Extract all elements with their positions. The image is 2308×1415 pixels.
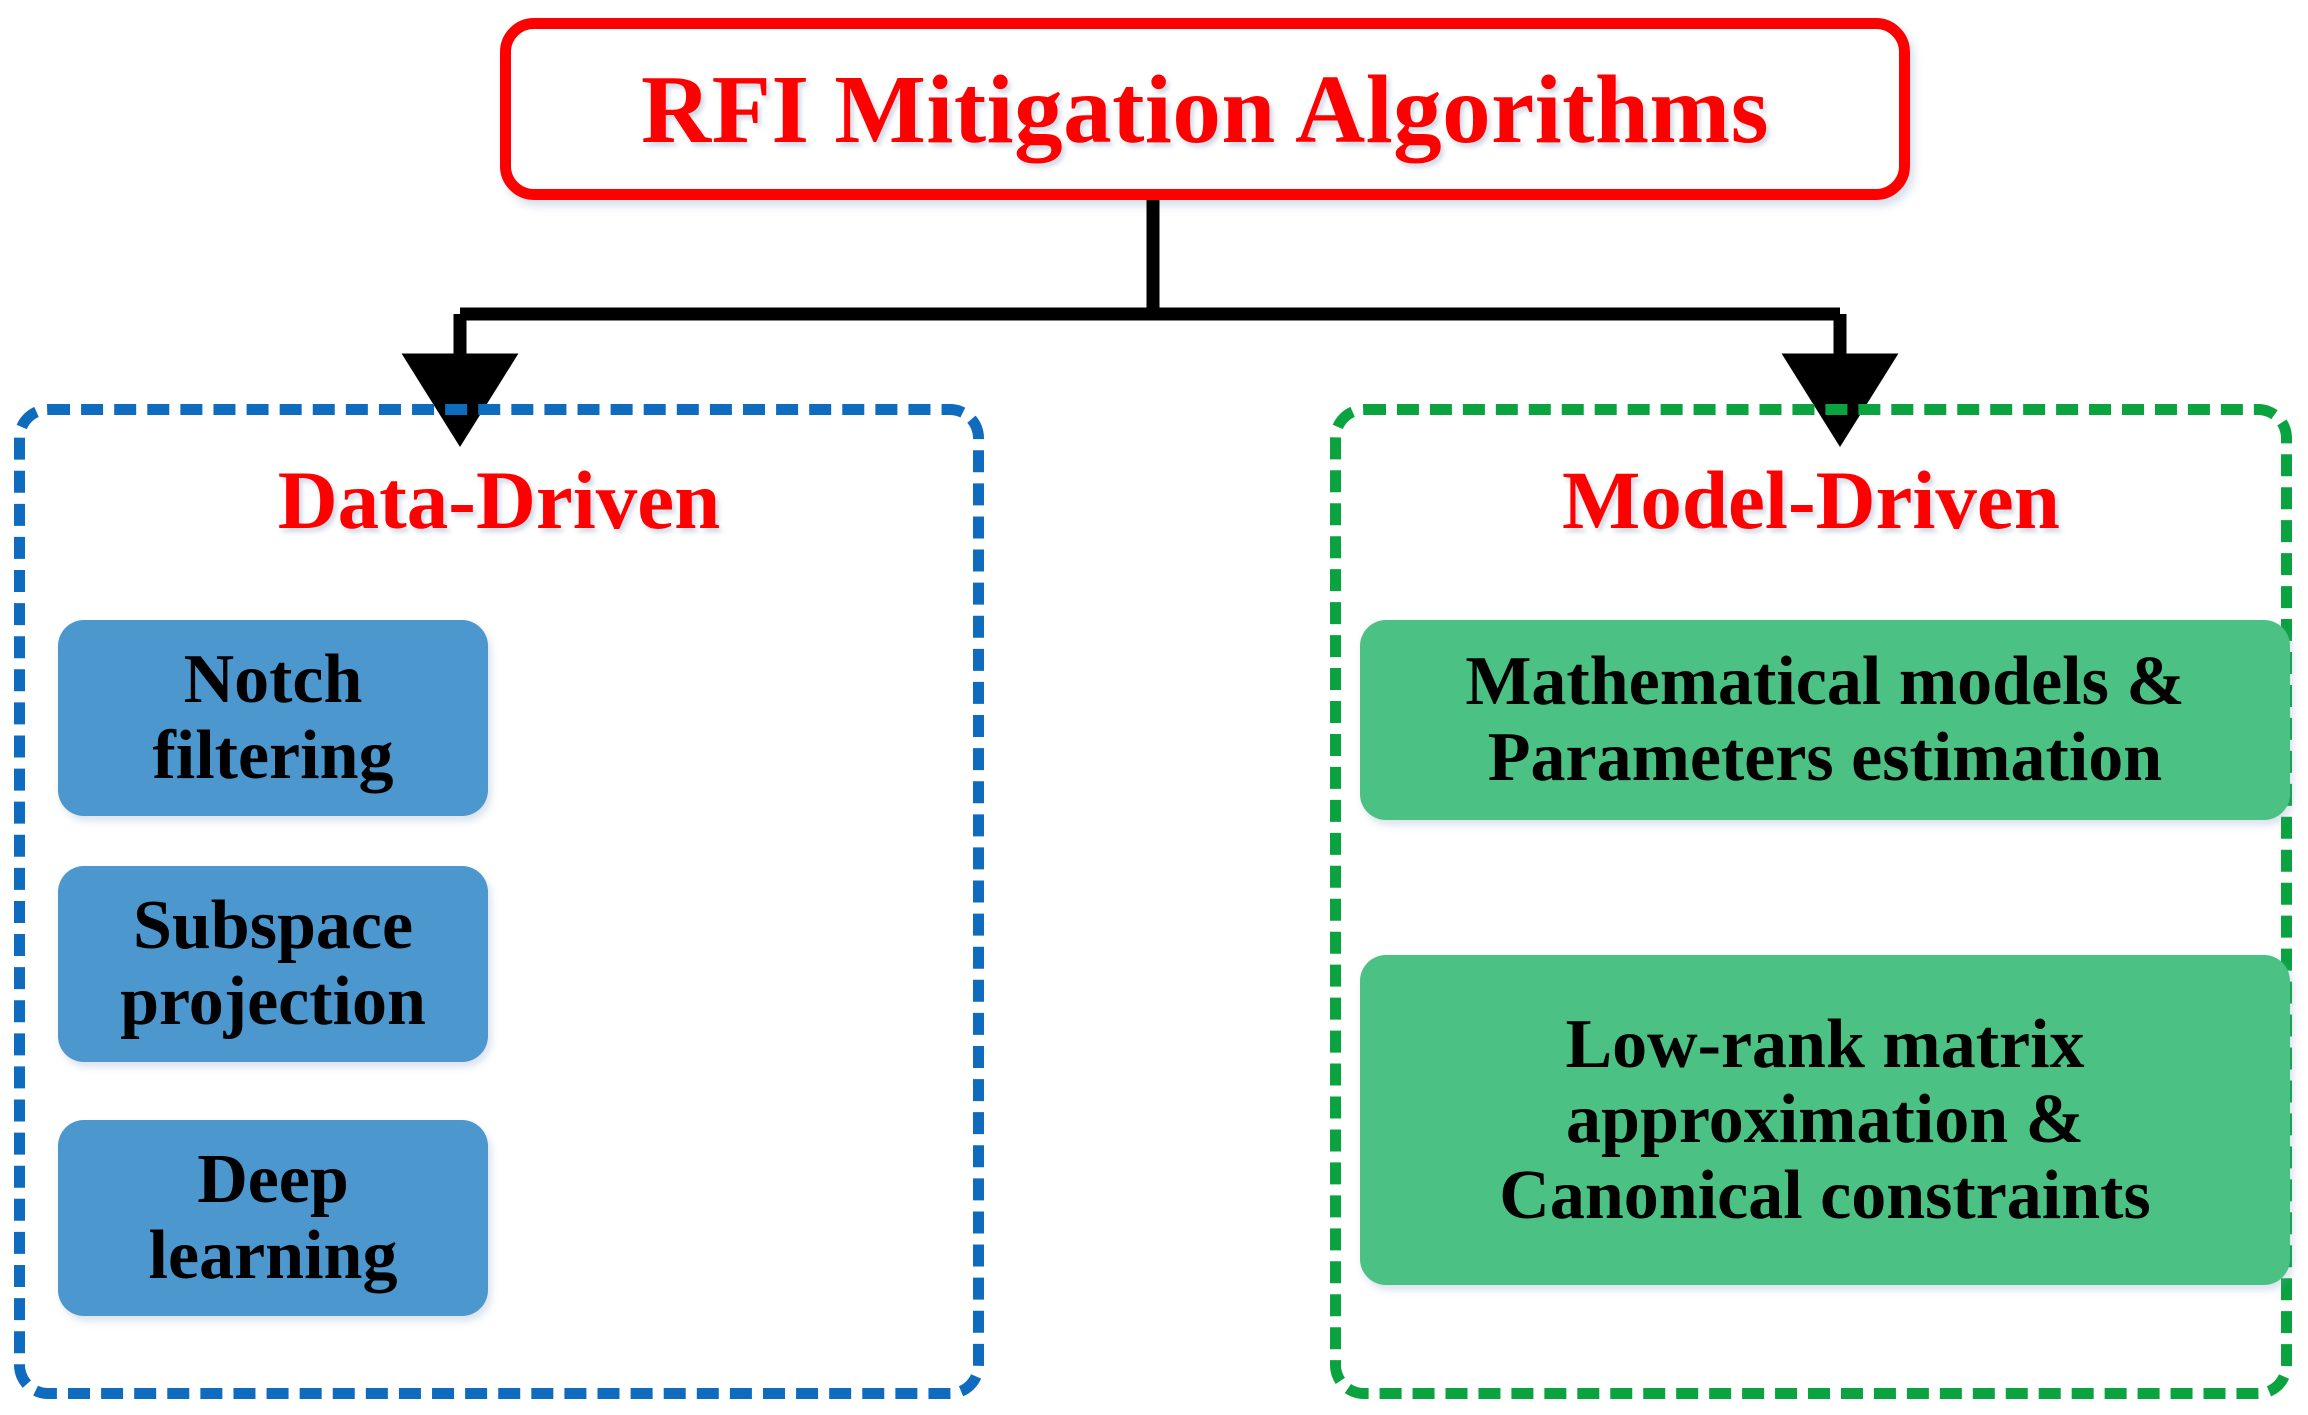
branch-heading-model-driven: Model-Driven [1562,454,2060,546]
item-chip-line: approximation & [1566,1081,2084,1159]
item-chip-label: Low-rank matrix approximation & Canonica… [1489,1007,2160,1234]
item-chip-notch-filtering[interactable]: Notch filtering [58,620,488,816]
item-chip-line: Low-rank matrix [1565,1005,2085,1083]
item-chip-label: Subspace projection [120,887,426,1040]
branch-group-model-driven: Model-Driven [1330,404,2292,1399]
root-node-label: RFI Mitigation Algorithms [641,55,1769,163]
item-chip-label: Notch filtering [152,641,394,794]
item-chip-label: Mathematical models & Parameters estimat… [1455,644,2194,795]
item-chip-line: Parameters estimation [1487,719,2163,796]
item-chip-deep-learning[interactable]: Deep learning [58,1120,488,1316]
branch-group-data-driven: Data-Driven [14,404,984,1399]
branch-heading-data-driven: Data-Driven [277,454,721,546]
root-node-rfi-mitigation-algorithms: RFI Mitigation Algorithms [500,18,1910,200]
item-chip-mathematical-models-parameters-estimation[interactable]: Mathematical models & Parameters estimat… [1360,620,2290,820]
item-chip-low-rank-matrix-approximation-canonical-constraints[interactable]: Low-rank matrix approximation & Canonica… [1360,955,2290,1285]
item-chip-line: Canonical constraints [1499,1156,2151,1234]
item-chip-label: Deep learning [148,1141,398,1294]
item-chip-subspace-projection[interactable]: Subspace projection [58,866,488,1062]
item-chip-line: Mathematical models & [1465,643,2185,721]
